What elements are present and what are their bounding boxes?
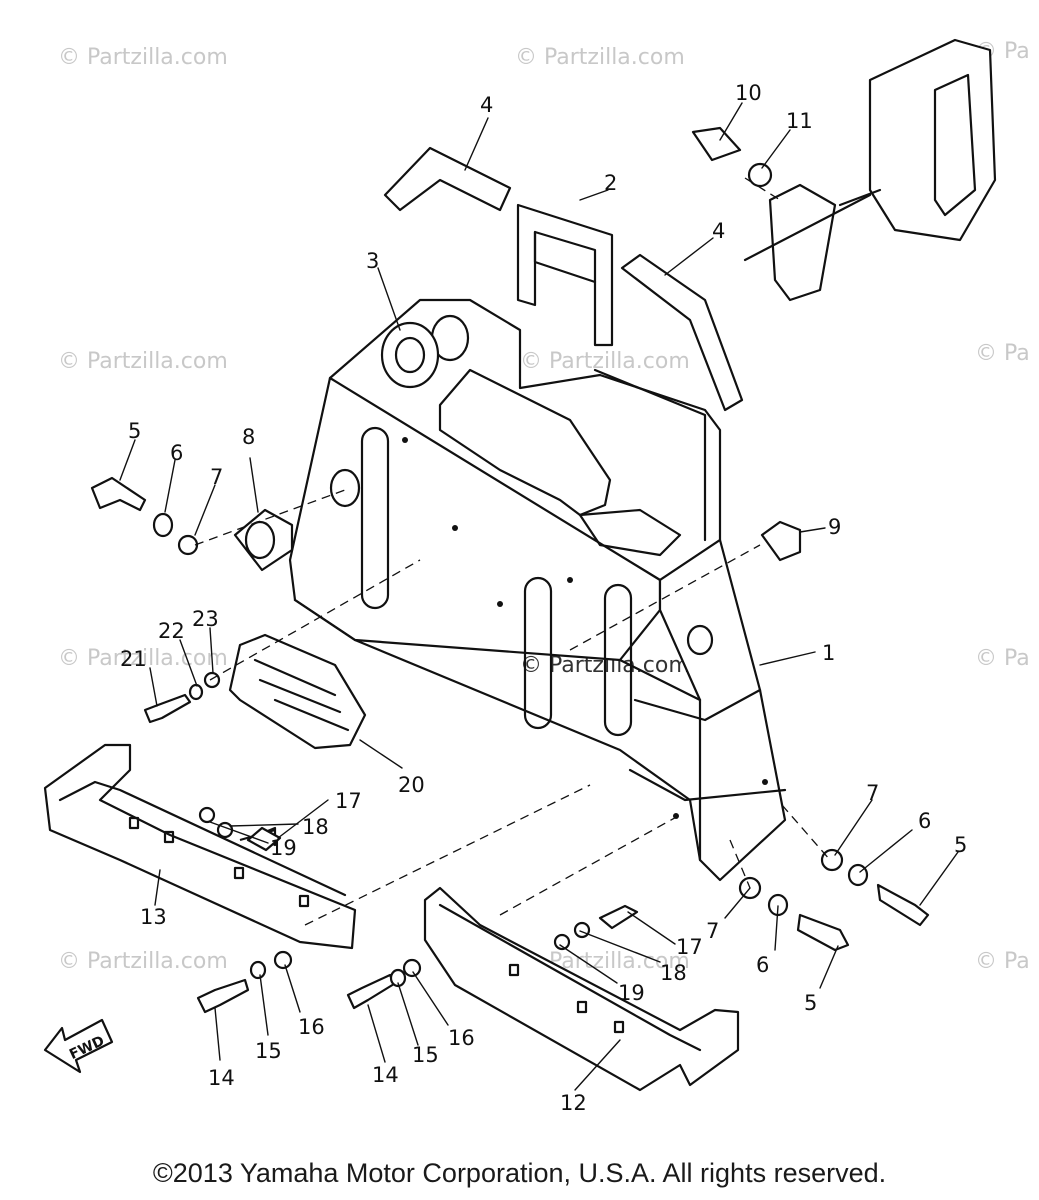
callout-12: 12 xyxy=(560,1091,587,1115)
callout-8: 8 xyxy=(242,425,255,449)
callout-2: 2 xyxy=(604,171,617,195)
callout-3: 3 xyxy=(366,249,379,273)
callout-19: 19 xyxy=(270,836,297,860)
part-9 xyxy=(760,520,802,562)
callout-23: 23 xyxy=(192,607,219,631)
callout-22: 22 xyxy=(158,619,185,643)
bracket-body xyxy=(288,298,787,882)
fwd-arrow-icon: FWD xyxy=(43,1018,114,1074)
callout-17: 17 xyxy=(335,789,362,813)
handle-assembly xyxy=(691,38,997,302)
copyright-notice: ©2013 Yamaha Motor Corporation, U.S.A. A… xyxy=(152,1158,887,1188)
callout-15: 15 xyxy=(412,1043,439,1067)
fasteners xyxy=(90,476,930,1014)
watermark: © Partzilla.com xyxy=(58,949,228,974)
callout-17: 17 xyxy=(676,935,703,959)
callout-11: 11 xyxy=(786,109,813,133)
callout-1: 1 xyxy=(822,641,835,665)
watermark: © Partzilla.com xyxy=(520,349,690,374)
callout-18: 18 xyxy=(660,961,687,985)
callout-5: 5 xyxy=(128,419,141,443)
callout-6: 6 xyxy=(756,953,769,977)
watermark: © Pa xyxy=(975,646,1030,671)
watermark: © Pa xyxy=(975,949,1030,974)
callout-16: 16 xyxy=(448,1026,475,1050)
watermark: © Partzilla.com xyxy=(58,45,228,70)
callout-14: 14 xyxy=(208,1066,235,1090)
callout-7: 7 xyxy=(706,919,719,943)
part-20-terminal xyxy=(228,633,367,750)
watermark: © Partzilla.com xyxy=(58,349,228,374)
part-2-clamp xyxy=(516,203,614,347)
callout-7: 7 xyxy=(866,781,879,805)
assembly-lines xyxy=(194,177,831,926)
watermark: © Partzilla.com xyxy=(58,646,228,671)
callout-6: 6 xyxy=(170,441,183,465)
callout-21: 21 xyxy=(120,647,147,671)
callout-7: 7 xyxy=(210,465,223,489)
callout-4: 4 xyxy=(712,219,725,243)
callout-6: 6 xyxy=(918,809,931,833)
callout-20: 20 xyxy=(398,773,425,797)
watermark: © Partzilla.com xyxy=(515,45,685,70)
callout-5: 5 xyxy=(804,991,817,1015)
callouts: 1 2 3 4 4 5 5 5 6 6 6 7 7 7 8 9 10 11 12… xyxy=(120,81,967,1115)
bushings xyxy=(233,321,440,572)
part-4-pads xyxy=(383,146,744,412)
callout-18: 18 xyxy=(302,815,329,839)
callout-9: 9 xyxy=(828,515,841,539)
part-12-rail xyxy=(423,886,740,1092)
callout-13: 13 xyxy=(140,905,167,929)
callout-19: 19 xyxy=(618,981,645,1005)
callout-10: 10 xyxy=(735,81,762,105)
parts-diagram: © Partzilla.com © Partzilla.com © Pa © P… xyxy=(43,38,1030,1115)
callout-15: 15 xyxy=(255,1039,282,1063)
callout-5: 5 xyxy=(954,833,967,857)
watermark: © Pa xyxy=(975,341,1030,366)
callout-4: 4 xyxy=(480,93,493,117)
callout-16: 16 xyxy=(298,1015,325,1039)
part-13-rail xyxy=(43,743,357,950)
callout-14: 14 xyxy=(372,1063,399,1087)
leader-lines xyxy=(119,102,959,1091)
